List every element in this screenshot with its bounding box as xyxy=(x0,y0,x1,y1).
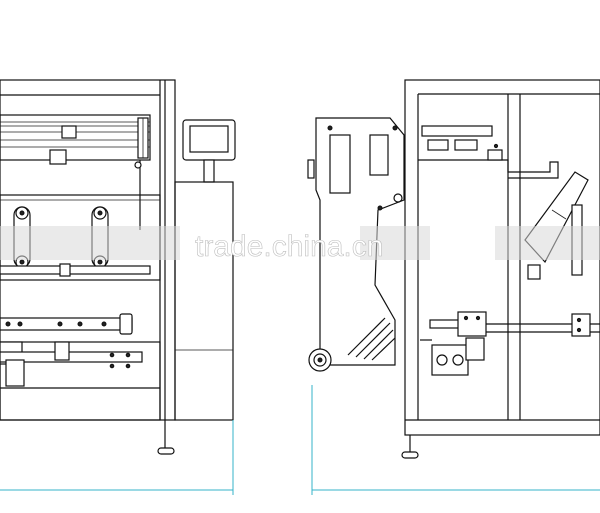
lower-cylinder xyxy=(0,341,143,387)
film-bracket-plate xyxy=(307,117,405,366)
left-foot xyxy=(157,420,175,455)
motor-block xyxy=(420,337,485,376)
top-forming-unit xyxy=(418,125,559,179)
watermark-text: trade.china.cn xyxy=(195,230,383,263)
film-roller xyxy=(308,348,332,372)
slotted-guide xyxy=(347,317,396,361)
sealing-bar xyxy=(0,313,133,335)
right-machine-view xyxy=(307,79,600,459)
right-foot xyxy=(401,435,419,459)
left-machine-view xyxy=(0,79,236,455)
top-roller-assembly xyxy=(0,114,151,165)
dimension-lines xyxy=(0,385,600,495)
control-panel-display xyxy=(182,119,236,183)
watermark: trade.china.cn xyxy=(0,226,600,263)
horizontal-cylinder xyxy=(429,311,600,337)
inclined-collar xyxy=(524,171,589,280)
